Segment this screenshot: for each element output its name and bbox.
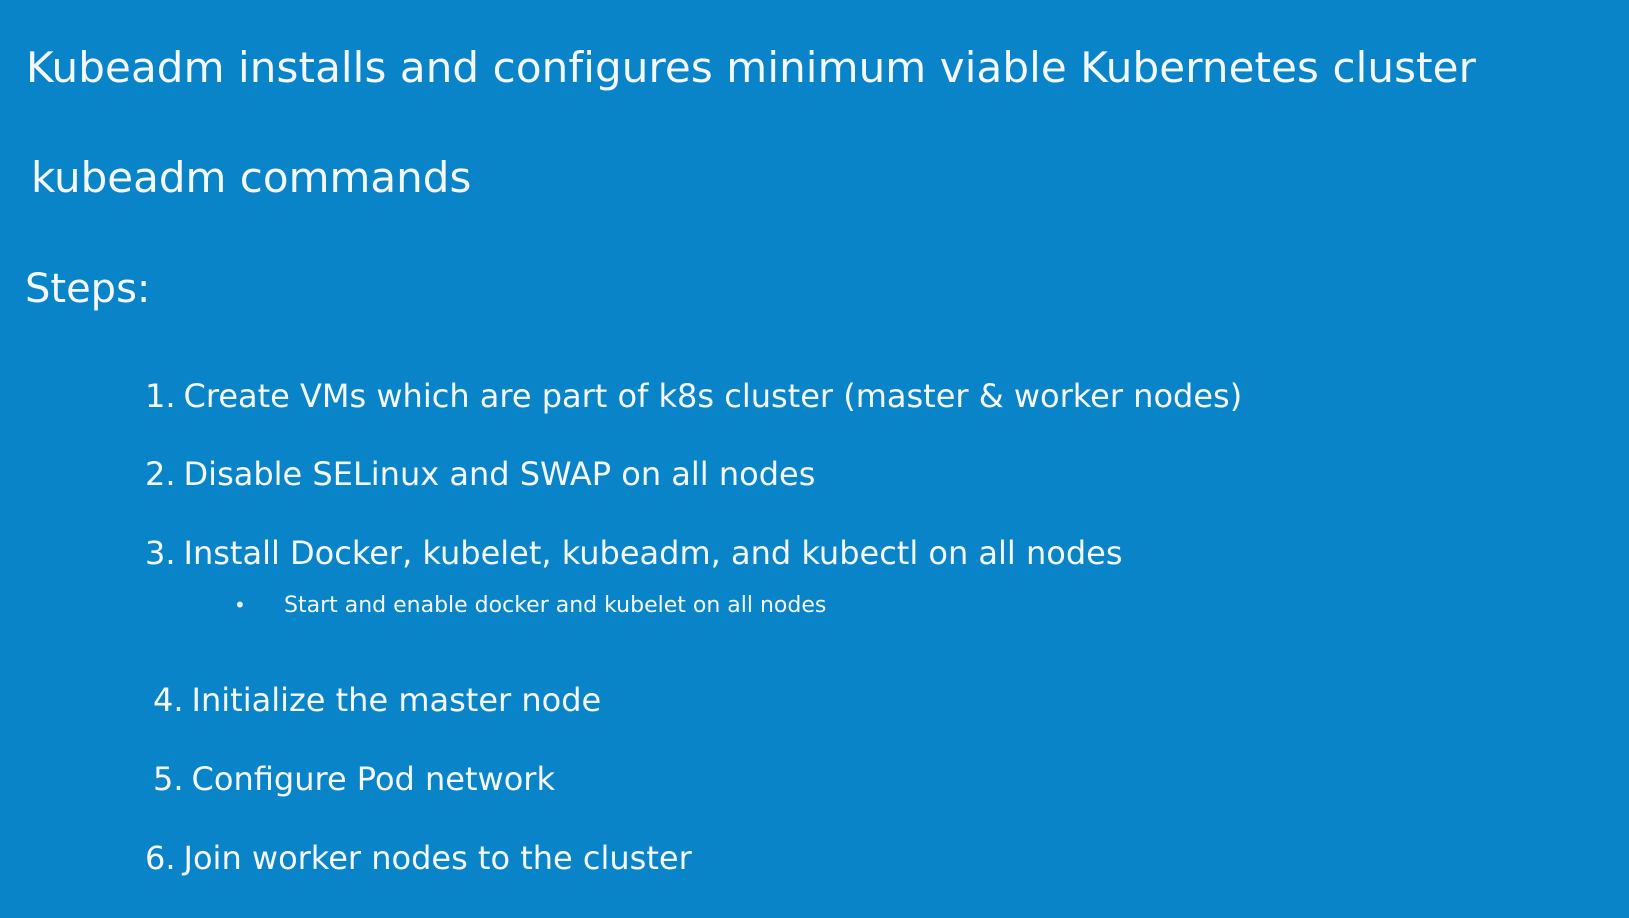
bullet-icon: • xyxy=(234,593,246,617)
steps-heading: Steps: xyxy=(25,266,151,312)
step-5-number: 5. xyxy=(153,760,184,798)
step-2: 2.Disable SELinux and SWAP on all nodes xyxy=(145,453,815,495)
step-6-number: 6. xyxy=(145,839,176,877)
step-5-text: Configure Pod network xyxy=(191,760,555,798)
substep-1: • Start and enable docker and kubelet on … xyxy=(234,590,826,621)
step-3: 3.Install Docker, kubelet, kubeadm, and … xyxy=(145,532,1123,574)
step-3-number: 3. xyxy=(145,534,176,572)
step-1-number: 1. xyxy=(145,377,176,415)
step-4-text: Initialize the master node xyxy=(191,681,602,719)
step-4: 4.Initialize the master node xyxy=(153,679,601,721)
step-2-text: Disable SELinux and SWAP on all nodes xyxy=(183,455,816,493)
step-5: 5.Configure Pod network xyxy=(153,758,555,800)
step-2-number: 2. xyxy=(145,455,176,493)
step-3-text: Install Docker, kubelet, kubeadm, and ku… xyxy=(183,534,1123,572)
step-6-text: Join worker nodes to the cluster xyxy=(183,839,692,877)
step-4-number: 4. xyxy=(153,681,184,719)
substep-1-text: Start and enable docker and kubelet on a… xyxy=(284,593,827,618)
slide-subtitle: kubeadm commands xyxy=(31,153,472,202)
slide-title: Kubeadm installs and configures minimum … xyxy=(26,43,1476,92)
step-1: 1.Create VMs which are part of k8s clust… xyxy=(145,375,1242,417)
step-1-text: Create VMs which are part of k8s cluster… xyxy=(183,377,1243,415)
step-6: 6.Join worker nodes to the cluster xyxy=(145,837,692,879)
